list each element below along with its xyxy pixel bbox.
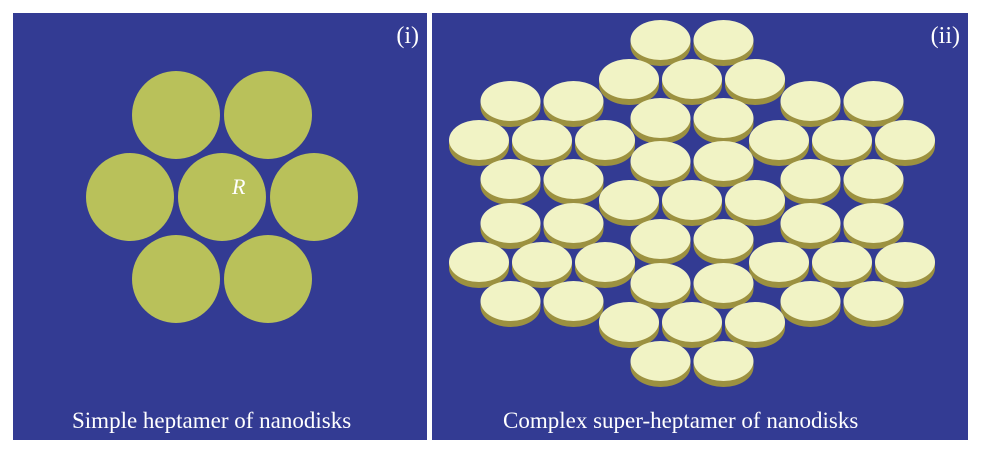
nanodisk bbox=[449, 242, 509, 282]
nanodisk bbox=[725, 302, 785, 342]
nanodisk bbox=[693, 219, 754, 259]
nanodisk bbox=[480, 159, 541, 199]
nanodisk bbox=[543, 203, 604, 243]
nanodisk bbox=[178, 153, 266, 241]
nanodisk bbox=[575, 120, 635, 160]
nanodisk bbox=[780, 81, 841, 121]
nanodisk bbox=[599, 302, 659, 342]
nanodisk bbox=[630, 98, 691, 138]
nanodisk bbox=[543, 81, 604, 121]
panel-tag: (i) bbox=[396, 23, 419, 49]
panel-caption: Simple heptamer of nanodisks bbox=[72, 408, 352, 433]
nanodisk bbox=[224, 71, 312, 159]
nanodisk bbox=[843, 281, 904, 321]
nanodisk bbox=[662, 302, 722, 342]
super-heptamer-figure bbox=[449, 20, 935, 387]
nanodisk bbox=[224, 235, 312, 323]
nanodisk bbox=[693, 20, 754, 60]
nanodisk bbox=[480, 281, 541, 321]
nanodisk bbox=[725, 180, 785, 220]
nanodisk bbox=[693, 141, 754, 181]
panel-super-heptamer: (ii) Complex super-heptamer of nanodisks bbox=[432, 13, 968, 440]
nanodisk bbox=[543, 281, 604, 321]
radius-label: R bbox=[232, 174, 246, 199]
nanodisk bbox=[512, 242, 572, 282]
nanodisk bbox=[875, 242, 935, 282]
nanodisk bbox=[693, 98, 754, 138]
nanodisk bbox=[449, 120, 509, 160]
nanodisk bbox=[749, 242, 809, 282]
nanodisk bbox=[812, 242, 872, 282]
nanodisk bbox=[812, 120, 872, 160]
nanodisk bbox=[543, 159, 604, 199]
nanodisk bbox=[693, 263, 754, 303]
panel-tag: (ii) bbox=[930, 23, 960, 49]
panel-caption: Complex super-heptamer of nanodisks bbox=[503, 408, 859, 433]
nanodisk bbox=[780, 281, 841, 321]
nanodisk bbox=[575, 242, 635, 282]
nanodisk bbox=[86, 153, 174, 241]
nanodisk bbox=[875, 120, 935, 160]
nanodisk bbox=[843, 81, 904, 121]
nanodisk bbox=[270, 153, 358, 241]
simple-heptamer-figure bbox=[86, 71, 358, 323]
nanodisk bbox=[725, 59, 785, 99]
nanodisk bbox=[480, 203, 541, 243]
nanodisk bbox=[512, 120, 572, 160]
nanodisk bbox=[843, 159, 904, 199]
nanodisk bbox=[480, 81, 541, 121]
nanodisk bbox=[599, 180, 659, 220]
nanodisk bbox=[132, 235, 220, 323]
nanodisk bbox=[662, 59, 722, 99]
nanodisk bbox=[599, 59, 659, 99]
nanodisk bbox=[630, 341, 691, 381]
nanodisk bbox=[630, 263, 691, 303]
nanodisk bbox=[132, 71, 220, 159]
nanodisk bbox=[780, 159, 841, 199]
nanodisk bbox=[662, 180, 722, 220]
nanodisk bbox=[693, 341, 754, 381]
nanodisk bbox=[780, 203, 841, 243]
nanodisk bbox=[749, 120, 809, 160]
nanodisk bbox=[630, 219, 691, 259]
nanodisk bbox=[843, 203, 904, 243]
nanodisk bbox=[630, 141, 691, 181]
nanodisk bbox=[630, 20, 691, 60]
panel-simple-heptamer: R (i) Simple heptamer of nanodisks bbox=[13, 13, 427, 440]
